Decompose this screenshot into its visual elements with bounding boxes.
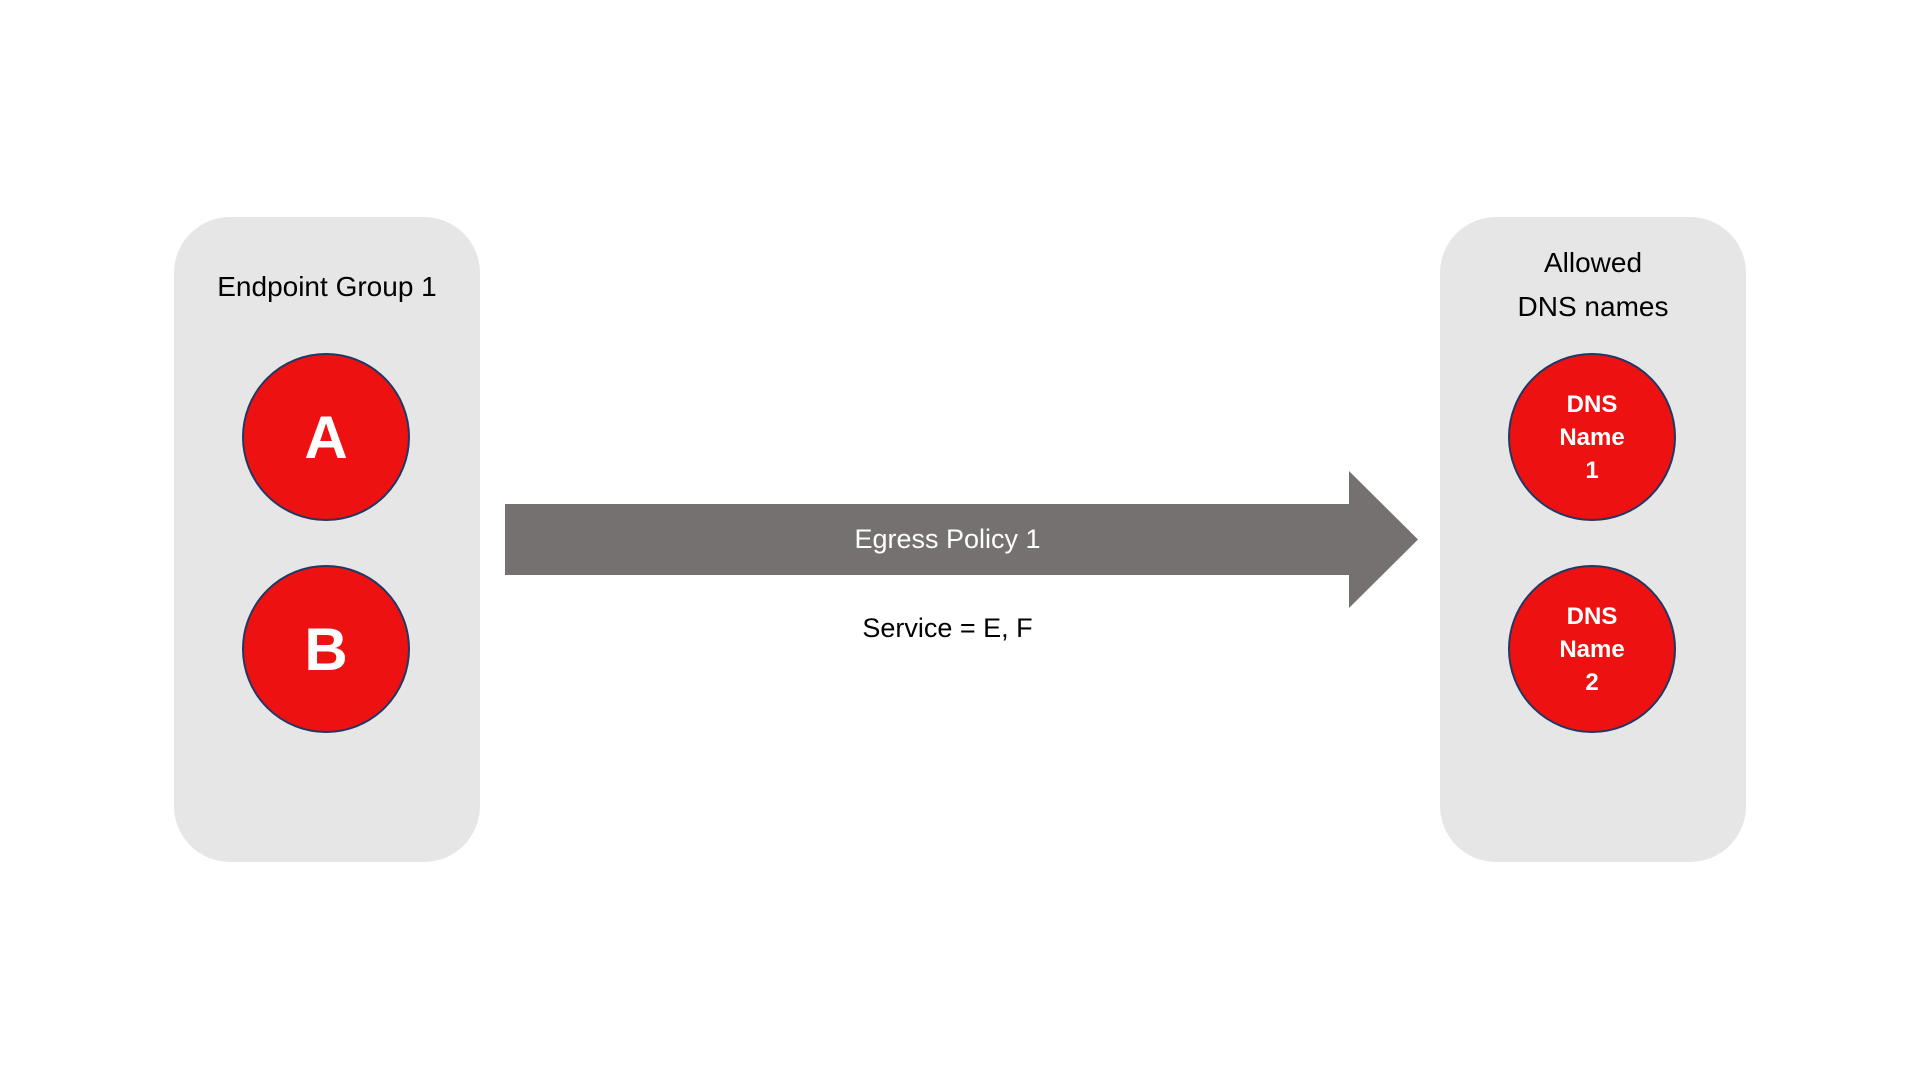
endpoint-node-a: A bbox=[242, 353, 410, 521]
service-condition-label: Service = E, F bbox=[862, 613, 1033, 643]
endpoint-node-b-label: B bbox=[304, 615, 348, 683]
endpoint-group-panel: Endpoint Group 1 bbox=[174, 217, 480, 862]
dns-name-2-node: DNS Name 2 bbox=[1508, 565, 1676, 733]
allowed-dns-panel: Allowed DNS names bbox=[1440, 217, 1746, 862]
dns-name-2-label: DNS Name 2 bbox=[1559, 602, 1625, 696]
endpoint-node-b: B bbox=[242, 565, 410, 733]
dns-name-1-node: DNS Name 1 bbox=[1508, 353, 1676, 521]
dns-name-1-label: DNS Name 1 bbox=[1559, 390, 1625, 484]
allowed-dns-title: Allowed DNS names bbox=[1517, 247, 1669, 322]
endpoint-group-title: Endpoint Group 1 bbox=[217, 271, 437, 302]
egress-policy-label: Egress Policy 1 bbox=[854, 524, 1041, 554]
egress-policy-arrow bbox=[505, 471, 1418, 608]
egress-policy-arrow-shape bbox=[505, 471, 1418, 608]
endpoint-node-a-label: A bbox=[304, 403, 348, 471]
